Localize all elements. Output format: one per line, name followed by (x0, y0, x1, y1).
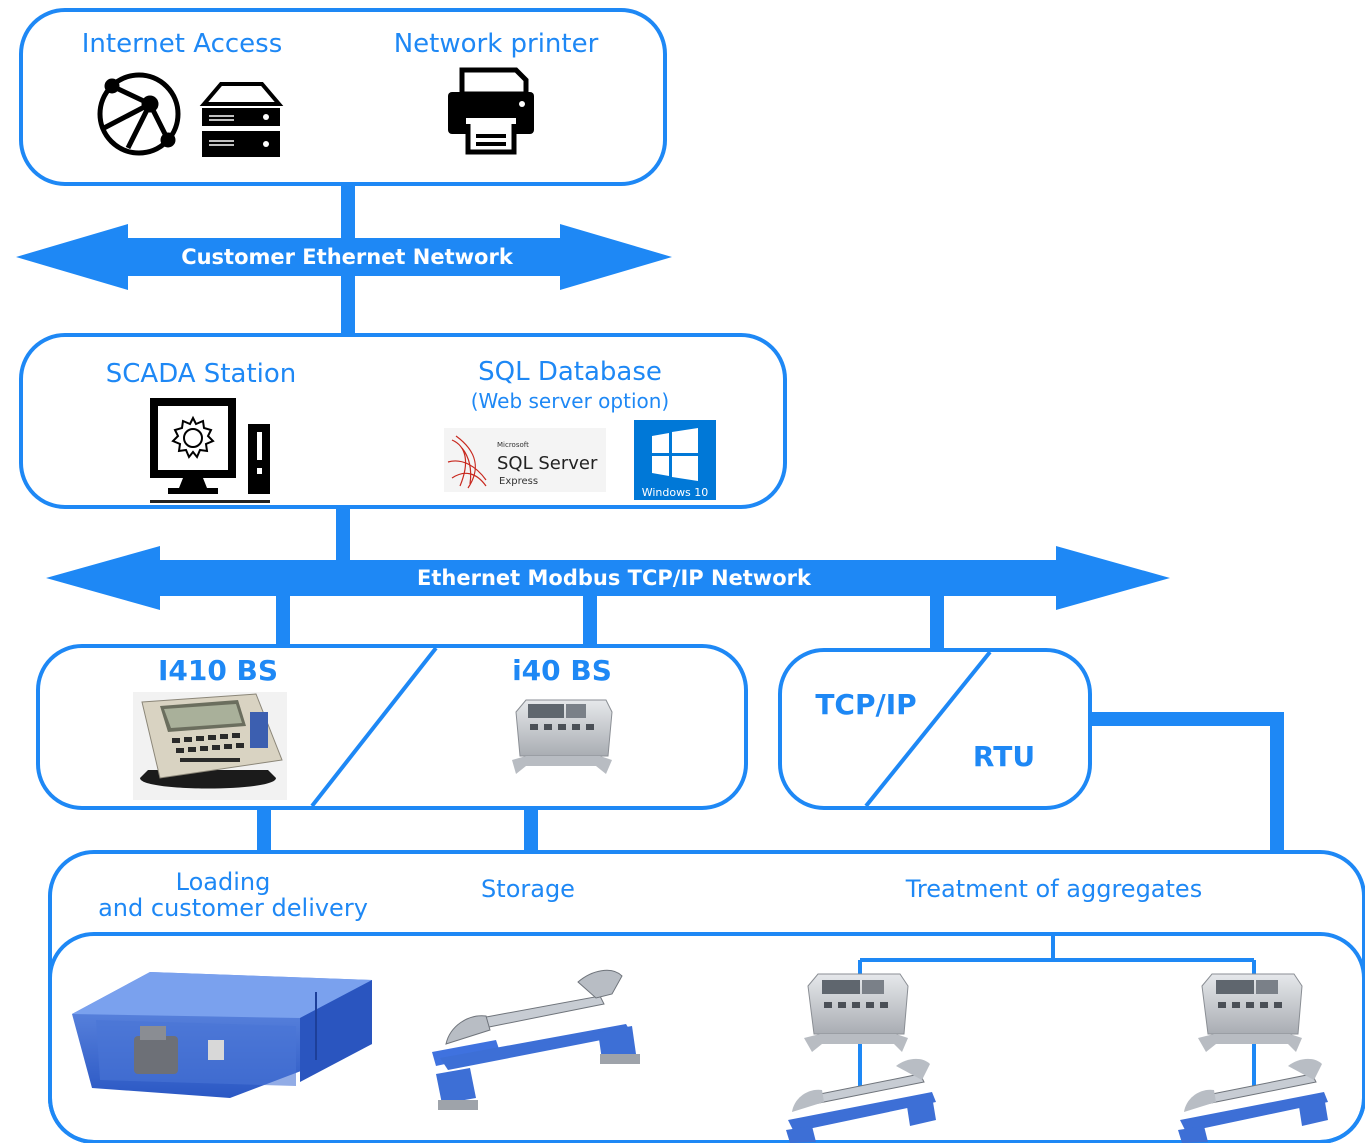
windows-10-logo: Windows 10 (634, 420, 716, 500)
internet-box: Internet Access Network printer (19, 8, 667, 186)
sql-product-text: SQL Server (497, 453, 598, 474)
scada-computer-icon (150, 398, 270, 503)
printer-icon (448, 67, 534, 155)
sql-edition-text: Express (499, 476, 538, 487)
treatment-right-belt-scale-image (1178, 1058, 1328, 1143)
storage-belt-scale-image (432, 969, 640, 1110)
i40-label: i40 BS (512, 654, 612, 687)
treatment-right-unit (1178, 973, 1328, 1143)
server-icon (199, 82, 284, 157)
treatment-label: Treatment of aggregates (905, 875, 1202, 903)
scada-station-label: SCADA Station (106, 359, 297, 389)
customer-network-label: Customer Ethernet Network (181, 245, 514, 269)
connectors (257, 180, 1284, 856)
windows-logo-text: Windows 10 (642, 486, 709, 499)
indicators-box: I410 BS i40 BS (36, 644, 748, 810)
network-printer-label: Network printer (394, 29, 599, 59)
loading-belt-scale-image (72, 972, 372, 1098)
customer-ethernet-network: Customer Ethernet Network (16, 224, 672, 290)
treatment-left-unit (786, 973, 936, 1143)
globe-icon (97, 72, 181, 156)
i40-indicator-image (512, 699, 613, 774)
web-server-option-label: (Web server option) (471, 389, 669, 413)
treatment-left-indicator-image (804, 973, 909, 1052)
modbus-network-label: Ethernet Modbus TCP/IP Network (417, 566, 812, 590)
internet-access-label: Internet Access (82, 29, 283, 59)
converter-box: TCP/IP RTU (778, 648, 1092, 810)
sql-database-label: SQL Database (478, 357, 662, 387)
i410-label: I410 BS (158, 654, 278, 687)
modbus-network: Ethernet Modbus TCP/IP Network (46, 546, 1170, 610)
treatment-right-indicator-image (1198, 973, 1303, 1052)
tcpip-label: TCP/IP (815, 688, 916, 721)
treatment-left-belt-scale-image (786, 1058, 936, 1143)
rtu-label: RTU (973, 740, 1035, 773)
sql-server-logo: Microsoft SQL Server Express (444, 428, 606, 492)
scada-box: SCADA Station SQL Database (Web server o… (19, 333, 787, 509)
field-box: Loading and customer delivery Storage Tr… (48, 850, 1365, 1143)
treatment-wiring (858, 934, 1256, 976)
loading-label-line2: and customer delivery (98, 894, 368, 922)
i410-terminal-image (133, 692, 287, 800)
loading-label-line1: Loading (176, 868, 271, 896)
storage-label: Storage (481, 875, 575, 903)
sql-microsoft-text: Microsoft (497, 441, 529, 449)
